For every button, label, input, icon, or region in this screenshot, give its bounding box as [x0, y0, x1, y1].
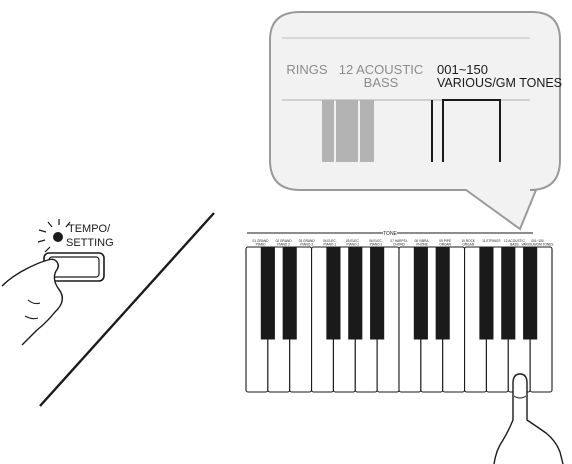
callout-highlighted-key [442, 99, 501, 162]
key-label: 001~150 [531, 239, 544, 243]
tempo-setting-control: TEMPO/ SETTING [1, 219, 114, 346]
key-label: 05 ELEC. [346, 239, 360, 243]
black-key[interactable] [523, 246, 538, 340]
callout-label-tones-1: 001~150 [437, 62, 488, 77]
section-divider-slash [39, 212, 215, 407]
callout-gray-key [336, 100, 358, 162]
key-label: 06 ELEC. [369, 239, 383, 243]
key-label: 12 ACOUSTIC [504, 239, 525, 243]
black-key[interactable] [282, 246, 297, 340]
pressing-hand-icon [493, 373, 564, 464]
black-key[interactable] [348, 246, 363, 340]
key-label: 10 ROCK [461, 239, 476, 243]
key-label: 09 PIPE [439, 239, 451, 243]
black-key[interactable] [501, 246, 516, 340]
key-label: ORGAN [462, 243, 474, 247]
key-label: 07 HARPSI- [390, 239, 407, 243]
callout-gray-key [322, 100, 334, 162]
black-key[interactable] [260, 246, 275, 340]
black-key[interactable] [370, 246, 385, 340]
tone-header: TONE [383, 231, 397, 237]
key-label: 08 VIBRA- [415, 239, 430, 243]
lamp-icon [53, 232, 63, 242]
black-key[interactable] [326, 246, 341, 340]
key-label: PIANO 3 [370, 243, 383, 247]
key-label: 02 GRAND [276, 239, 293, 243]
button-label-1: TEMPO/ [68, 223, 111, 235]
key-label: 04 ELEC. [323, 239, 337, 243]
key-label: VARIOUS/GM TONES [522, 243, 554, 247]
callout-shape [269, 11, 561, 231]
finger-crease [513, 395, 527, 399]
key-label: BASS [510, 243, 519, 247]
button-label-2: SETTING [66, 237, 114, 249]
key-label: CHORD [393, 243, 405, 247]
finger-crease [24, 299, 41, 320]
key-label: PIANO 2 [347, 243, 360, 247]
callout-label-rings: RINGS [286, 62, 328, 77]
callout-bubble: RINGS 12 ACOUSTIC BASS 001~150 VARIOUS/G… [269, 11, 562, 231]
key-label: PIANO 2 [277, 243, 290, 247]
key-label: PIANO 1 [323, 243, 336, 247]
key-label: 03 GRAND [299, 239, 316, 243]
key-label: ORGAN [439, 243, 451, 247]
key-label: PIANO 3 [300, 243, 313, 247]
lamp-rays [37, 219, 71, 253]
key-label: PHONE [416, 243, 427, 247]
callout-label-bass-2: BASS [364, 75, 399, 90]
black-key[interactable] [479, 246, 494, 340]
black-key[interactable] [435, 246, 450, 340]
key-label: 11 STRINGS [482, 239, 500, 243]
black-key[interactable] [413, 246, 428, 340]
key-label: 01 GRAND [253, 239, 270, 243]
callout-label-tones-2: VARIOUS/GM TONES [437, 76, 562, 90]
callout-label-bass-1: 12 ACOUSTIC [339, 62, 424, 77]
key-label: PIANO [256, 243, 266, 247]
callout-gray-key [360, 100, 374, 162]
